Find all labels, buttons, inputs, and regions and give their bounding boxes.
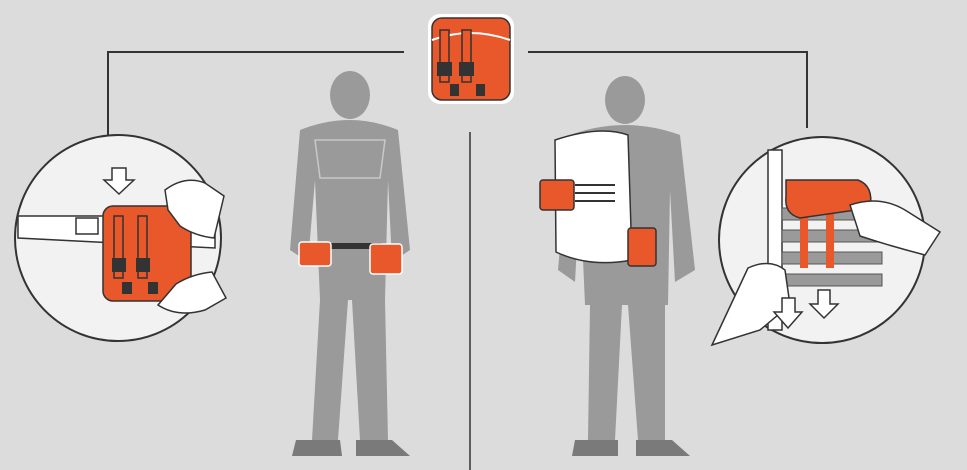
belt-buckle — [76, 218, 98, 234]
buckle-icon — [112, 258, 126, 272]
buckle-icon — [136, 258, 150, 272]
buckle-icon — [148, 282, 158, 294]
buckle-icon — [476, 84, 485, 96]
backpack-pouch-side — [540, 180, 574, 210]
buckle-icon — [450, 84, 459, 96]
buckle-icon — [122, 282, 132, 294]
backpack-pouch-rear — [628, 228, 656, 266]
belt-pouch-left — [299, 242, 331, 266]
center-pouch — [428, 14, 514, 104]
buckle-icon — [437, 62, 452, 76]
belt-pouch-right — [370, 244, 402, 274]
strap — [826, 206, 834, 268]
buckle-icon — [459, 62, 474, 76]
